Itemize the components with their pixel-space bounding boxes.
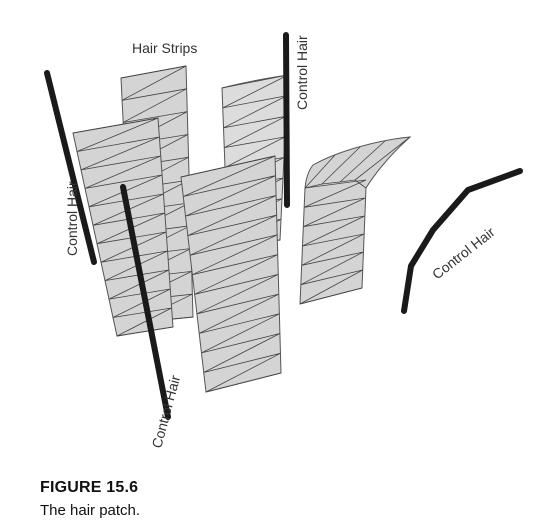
- control-hair-left: [44, 70, 97, 265]
- control-hair-label-right: Control Hair: [429, 224, 498, 283]
- control-hair-label-front: Control Hair: [148, 373, 183, 450]
- figure-caption: FIGURE 15.6 The hair patch.: [40, 478, 140, 520]
- strip-triangle-mesh: [299, 179, 367, 305]
- hair-strips-label: Hair Strips: [132, 40, 197, 56]
- strip-curve-mesh: [304, 136, 411, 189]
- hair-strip-front-left: [72, 117, 174, 337]
- control-hair-label-left: Control Hair: [64, 181, 80, 256]
- figure-description: The hair patch.: [40, 502, 141, 519]
- strip-triangle-mesh: [180, 155, 282, 393]
- hair-strip-right-curved: [299, 136, 412, 305]
- control-hair-front: [120, 184, 171, 420]
- control-hair-right: [401, 168, 523, 314]
- figure-number: FIGURE 15.6: [40, 479, 139, 496]
- hair-strip-front-center: [180, 155, 282, 393]
- control-hair-top: [283, 32, 290, 208]
- control-hair-label-top: Control Hair: [294, 35, 310, 110]
- hair-patch-figure: Hair Strips Control Hair Control Hair Co…: [44, 32, 523, 450]
